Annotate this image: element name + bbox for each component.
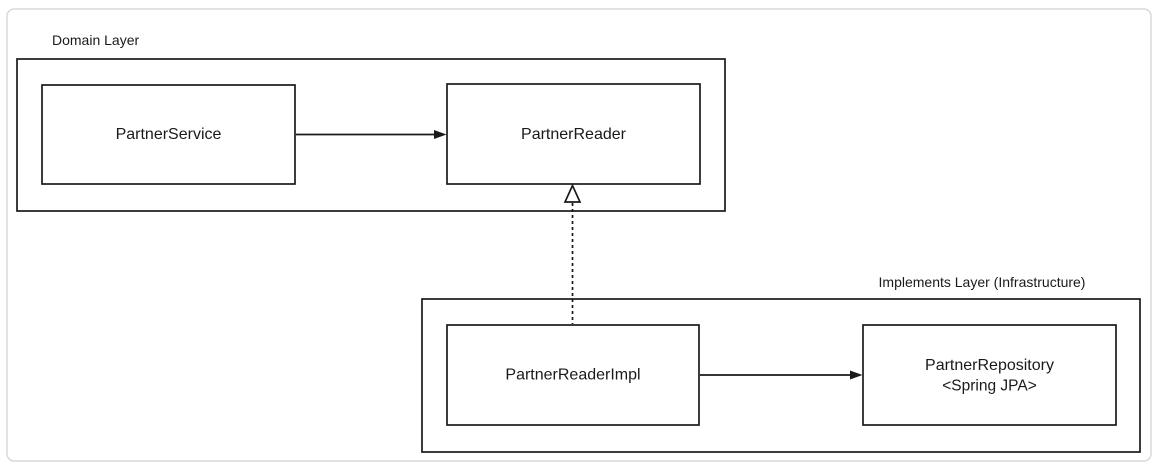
infrastructure-layer-group: Implements Layer (Infrastructure) Partne…	[421, 274, 1141, 453]
infrastructure-layer-container	[421, 298, 1141, 453]
node-partner-repository-label: PartnerRepository	[925, 357, 1054, 374]
infrastructure-layer-label: Implements Layer (Infrastructure)	[879, 274, 1086, 290]
node-partner-reader	[446, 83, 701, 185]
node-partner-reader-label: PartnerReader	[521, 126, 627, 143]
node-partner-service	[41, 84, 296, 185]
node-partner-repository	[862, 324, 1117, 426]
realization-triangle-icon	[563, 183, 582, 203]
node-partner-reader-impl-label: PartnerReaderImpl	[505, 367, 640, 384]
edge-impl-to-repository	[700, 370, 863, 380]
node-partner-repository-sublabel: <Spring JPA>	[942, 378, 1037, 395]
edge-impl-realizes-reader	[563, 183, 582, 324]
arrowhead-icon	[850, 370, 863, 380]
arrowhead-icon	[434, 130, 447, 139]
domain-layer-container	[16, 58, 726, 212]
domain-layer-label: Domain Layer	[52, 32, 139, 48]
node-partner-service-label: PartnerService	[116, 126, 222, 143]
edge-service-to-reader	[296, 130, 447, 139]
domain-layer-group: Domain Layer PartnerService PartnerReade…	[16, 32, 726, 212]
node-partner-reader-impl	[446, 324, 700, 426]
